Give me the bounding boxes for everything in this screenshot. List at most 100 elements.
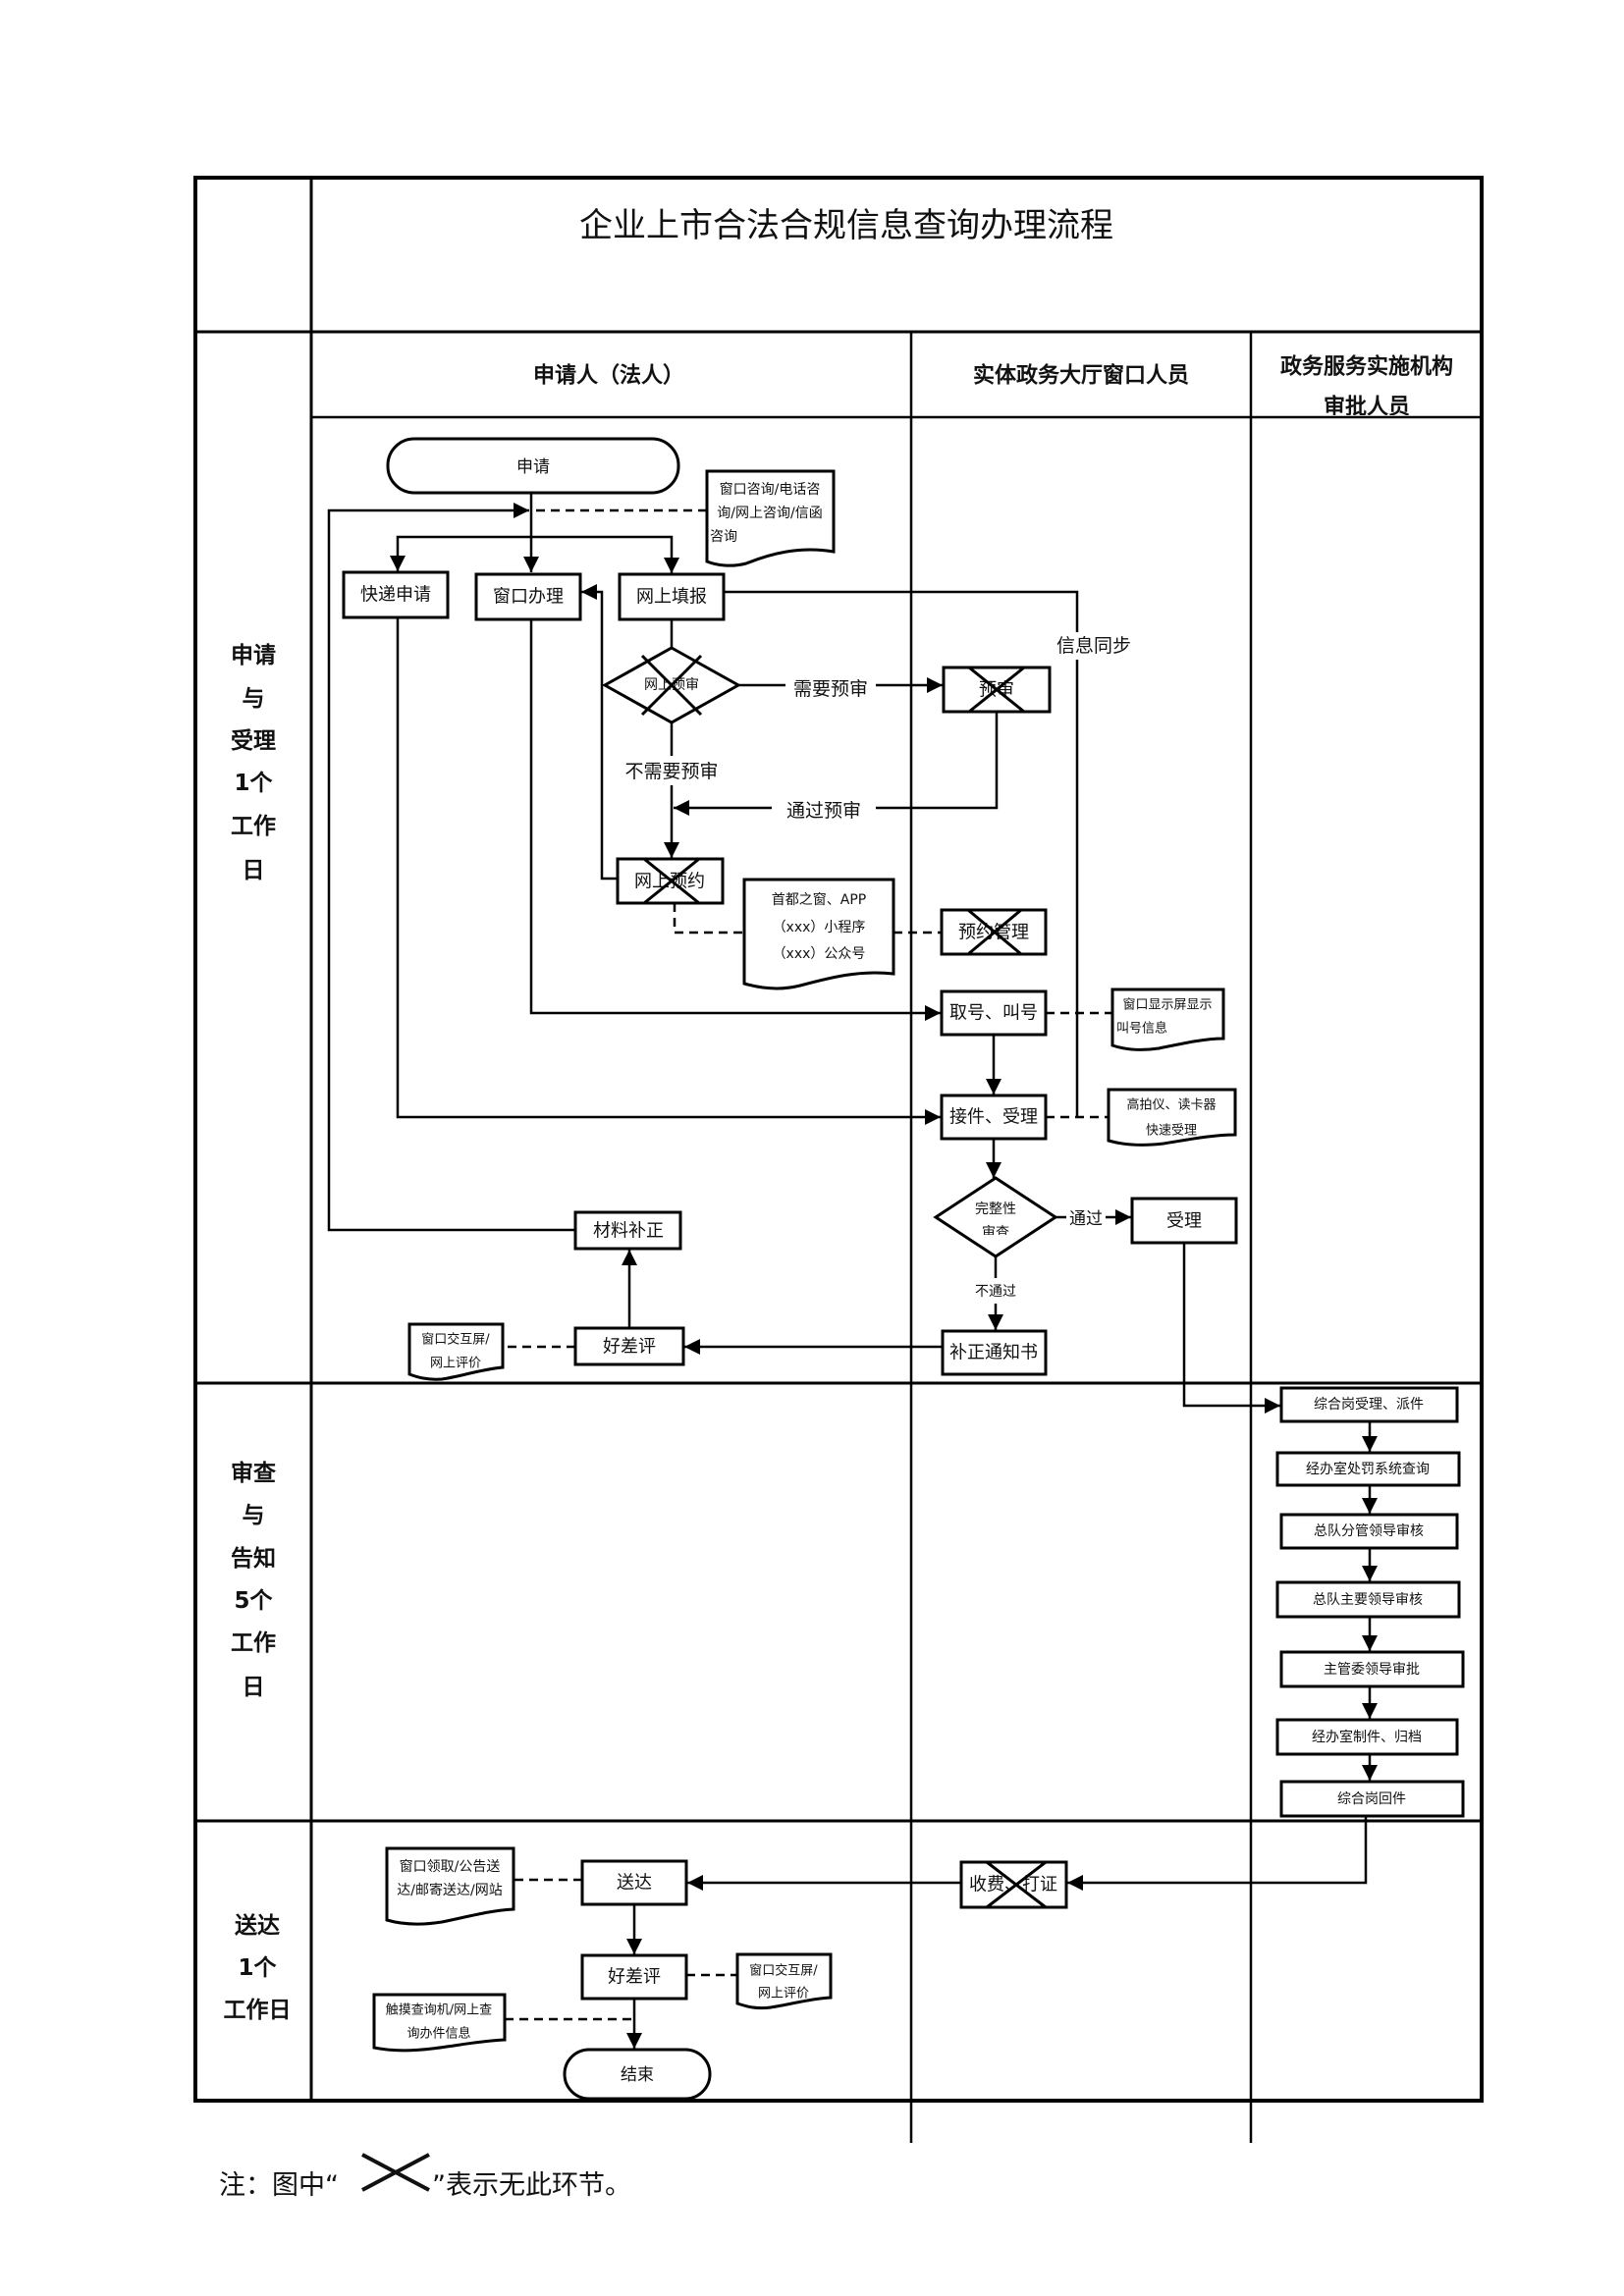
node-rating-1: 好差评	[573, 1326, 685, 1366]
doc-line: 询/网上咨询/信函	[717, 506, 822, 521]
label-info-sync: 信息同步	[1056, 635, 1131, 657]
node-label: 取号、叫号	[949, 1003, 1038, 1024]
phase-line: 审查	[231, 1460, 276, 1486]
phase-label-review: 审查 与 告知 5个 工作 日	[231, 1460, 276, 1700]
cross-mark-icon	[643, 857, 700, 905]
cross-mark-icon	[986, 1860, 1047, 1909]
node-review-2: 经办室处罚系统查询	[1275, 1451, 1461, 1487]
node-online-fill: 网上填报	[618, 572, 726, 621]
table-frame	[193, 176, 1484, 2143]
doc-line: 高拍仪、读卡器	[1126, 1097, 1216, 1113]
node-label: 受理	[1166, 1211, 1202, 1232]
cross-mark-icon	[968, 666, 1025, 714]
node-label: 综合岗受理、派件	[1314, 1397, 1424, 1413]
node-label: 审查	[982, 1225, 1009, 1241]
node-label: 主管委领导审批	[1324, 1662, 1420, 1678]
phase-line: 1个	[234, 771, 273, 796]
node-review-1: 综合岗受理、派件	[1279, 1386, 1459, 1423]
phase-line: 与	[243, 1503, 265, 1528]
doc-line: 叫号信息	[1116, 1021, 1167, 1037]
edge-branch-express	[390, 535, 531, 571]
edge-return-fee	[1067, 1816, 1368, 1891]
cross-mark-icon	[967, 908, 1022, 956]
node-correction-notice: 补正通知书	[941, 1329, 1048, 1376]
doc-line: （xxx）小程序	[773, 920, 866, 935]
doc-line: 首都之窗、APP	[772, 891, 866, 908]
doc-screen: 窗口显示屏显示 叫号信息	[1110, 988, 1225, 1051]
node-online-booking: 网上预约	[616, 857, 725, 905]
doc-line: 网上评价	[758, 1987, 809, 2002]
node-take-number: 取号、叫号	[940, 989, 1048, 1037]
doc-rating-screen-2: 窗口交互屏/ 网上评价	[735, 1952, 833, 2010]
edge-booking-channels-dashed	[673, 903, 744, 934]
phase-line: 日	[243, 1675, 265, 1700]
doc-line: 快速受理	[1146, 1124, 1197, 1139]
node-label: 窗口办理	[493, 587, 564, 608]
edge-info-sync	[724, 590, 1079, 1117]
edge-window-take-number	[529, 617, 941, 1021]
doc-line: 询办件信息	[406, 2026, 470, 2042]
note-suffix: ”表示无此环节。	[432, 2170, 631, 2201]
phase-line: 受理	[231, 727, 276, 754]
lane-header-window-staff: 实体政务大厅窗口人员	[973, 363, 1189, 389]
edge-pass-precheck-a	[876, 712, 999, 810]
node-label: 补正通知书	[949, 1343, 1038, 1363]
node-end: 结束	[563, 2048, 712, 2101]
phase-line: 与	[243, 686, 265, 712]
phase-line: 送达	[235, 1912, 280, 1939]
node-completeness-check: 完整性 审查	[933, 1176, 1058, 1258]
legend-note: 注：图中“ ”表示无此环节。	[219, 2153, 631, 2201]
node-accept: 受理	[1130, 1197, 1238, 1245]
phase-line: 5个	[234, 1588, 273, 1614]
doc-rating-screen-1: 窗口交互屏/ 网上评价	[407, 1322, 505, 1381]
phase-line: 工作日	[224, 1998, 292, 2023]
node-label: 好差评	[603, 1337, 656, 1358]
doc-query: 触摸查询机/网上查 询办件信息	[372, 1993, 507, 2053]
node-label: 材料补正	[593, 1221, 664, 1242]
node-online-precheck: 网上预审	[601, 646, 742, 724]
node-label: 接件、受理	[949, 1107, 1038, 1128]
label-pass: 通过	[1069, 1209, 1103, 1229]
node-precheck: 预审	[942, 666, 1052, 714]
label-need-precheck: 需要预审	[793, 678, 868, 700]
node-label: 申请	[516, 457, 550, 477]
doc-line: 达/邮寄送达/网站	[397, 1882, 502, 1898]
doc-line: 窗口交互屏/	[749, 1963, 818, 1979]
node-window: 窗口办理	[474, 572, 582, 621]
label-pass-precheck: 通过预审	[786, 800, 861, 822]
node-label: 总队分管领导审核	[1314, 1523, 1424, 1539]
node-review-4: 总队主要领导审核	[1275, 1580, 1461, 1619]
node-label: 好差评	[608, 1967, 661, 1988]
node-label: 经办室制件、归档	[1312, 1729, 1422, 1745]
phase-line: 1个	[238, 1955, 277, 1981]
doc-channels: 首都之窗、APP （xxx）小程序 （xxx）公众号	[742, 878, 895, 990]
doc-line: 窗口领取/公告送	[400, 1858, 501, 1875]
node-fee-cert: 收费、打证	[959, 1860, 1068, 1909]
node-label: 完整性	[975, 1201, 1016, 1217]
node-label: 结束	[621, 2065, 654, 2085]
node-label: 总队主要领导审核	[1313, 1592, 1423, 1608]
node-label: 送达	[617, 1873, 652, 1894]
doc-scanner: 高拍仪、读卡器 快速受理	[1107, 1088, 1237, 1147]
edge-branch-online	[531, 535, 679, 573]
lane-header-approval-line1: 政务服务实施机构	[1280, 354, 1453, 380]
node-review-5: 主管委领导审批	[1279, 1650, 1465, 1688]
node-label: 快递申请	[360, 585, 431, 606]
phase-line: 申请	[231, 642, 276, 668]
node-receive: 接件、受理	[940, 1094, 1048, 1141]
lane-header-approval-line2: 审批人员	[1324, 395, 1410, 420]
page-title: 企业上市合法合规信息查询办理流程	[579, 206, 1113, 245]
label-fail: 不通过	[975, 1284, 1016, 1300]
edge-material-fix-loop	[327, 503, 575, 1232]
edge-express-receive	[396, 617, 941, 1125]
doc-line: （xxx）公众号	[773, 946, 866, 962]
doc-consult: 窗口咨询/电话咨 询/网上咨询/信函 咨询	[705, 469, 836, 567]
node-express: 快递申请	[342, 570, 450, 619]
edge-booking-to-window	[581, 584, 618, 881]
doc-delivery-ways: 窗口领取/公告送 达/邮寄送达/网站	[385, 1846, 515, 1926]
edge-accept-review	[1182, 1243, 1280, 1414]
node-deliver: 送达	[580, 1859, 688, 1906]
node-review-7: 综合岗回件	[1279, 1780, 1465, 1818]
node-review-3: 总队分管领导审核	[1279, 1513, 1459, 1550]
doc-line: 窗口咨询/电话咨	[720, 481, 821, 498]
